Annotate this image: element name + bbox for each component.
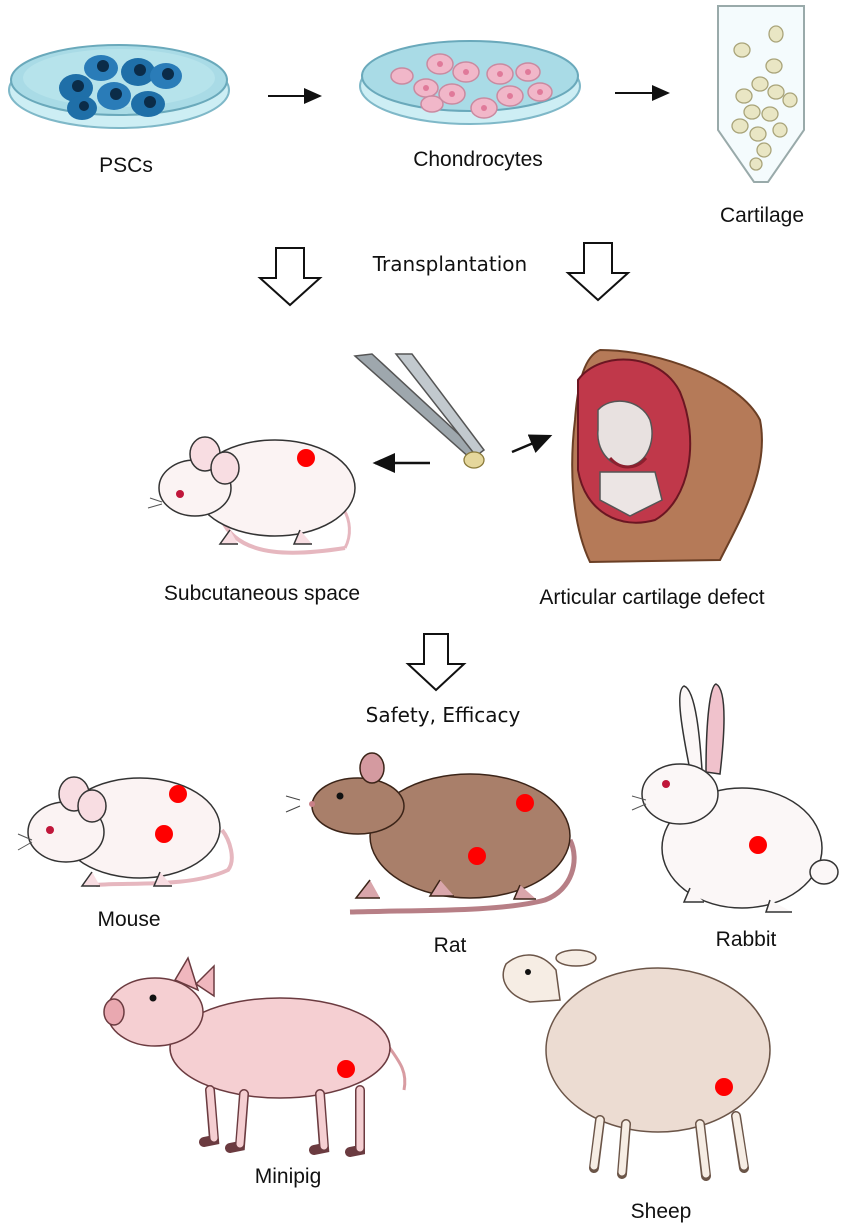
label-safety-efficacy: Safety, Efficacy <box>366 703 521 727</box>
label-chondrocytes: Chondrocytes <box>413 148 543 172</box>
label-subcutaneous-space: Subcutaneous space <box>164 582 360 606</box>
label-sheep: Sheep <box>631 1200 692 1224</box>
implant-marker <box>715 1078 733 1096</box>
chondrocyte-dish-icon <box>360 41 580 124</box>
implant-marker <box>155 825 173 843</box>
label-cartilage: Cartilage <box>720 204 804 228</box>
label-articular-cartilage-defect: Articular cartilage defect <box>539 586 764 610</box>
forceps-icon <box>355 354 484 468</box>
label-rat: Rat <box>434 934 467 958</box>
rat-icon <box>286 753 574 912</box>
arrow-to-articular <box>512 436 550 452</box>
label-mouse: Mouse <box>97 908 160 932</box>
mouse-icon <box>18 777 232 886</box>
sheep-icon <box>503 950 770 1176</box>
label-rabbit: Rabbit <box>716 928 777 952</box>
implant-marker <box>337 1060 355 1078</box>
implant-marker <box>297 449 315 467</box>
down-arrow-icon <box>408 634 464 690</box>
knee-joint-icon <box>572 350 762 562</box>
mouse-icon <box>148 437 355 553</box>
implant-marker <box>169 785 187 803</box>
implant-marker <box>749 836 767 854</box>
down-arrow-icon <box>260 248 320 305</box>
down-arrow-icon <box>568 243 628 300</box>
psc-dish-icon <box>9 45 229 128</box>
label-transplantation: Transplantation <box>373 252 527 276</box>
implant-marker <box>516 794 534 812</box>
label-pscs: PSCs <box>99 154 153 178</box>
label-minipig: Minipig <box>255 1165 322 1189</box>
implant-marker <box>468 847 486 865</box>
minipig-icon <box>104 958 405 1152</box>
rabbit-icon <box>632 684 838 912</box>
tube-icon <box>718 6 804 182</box>
